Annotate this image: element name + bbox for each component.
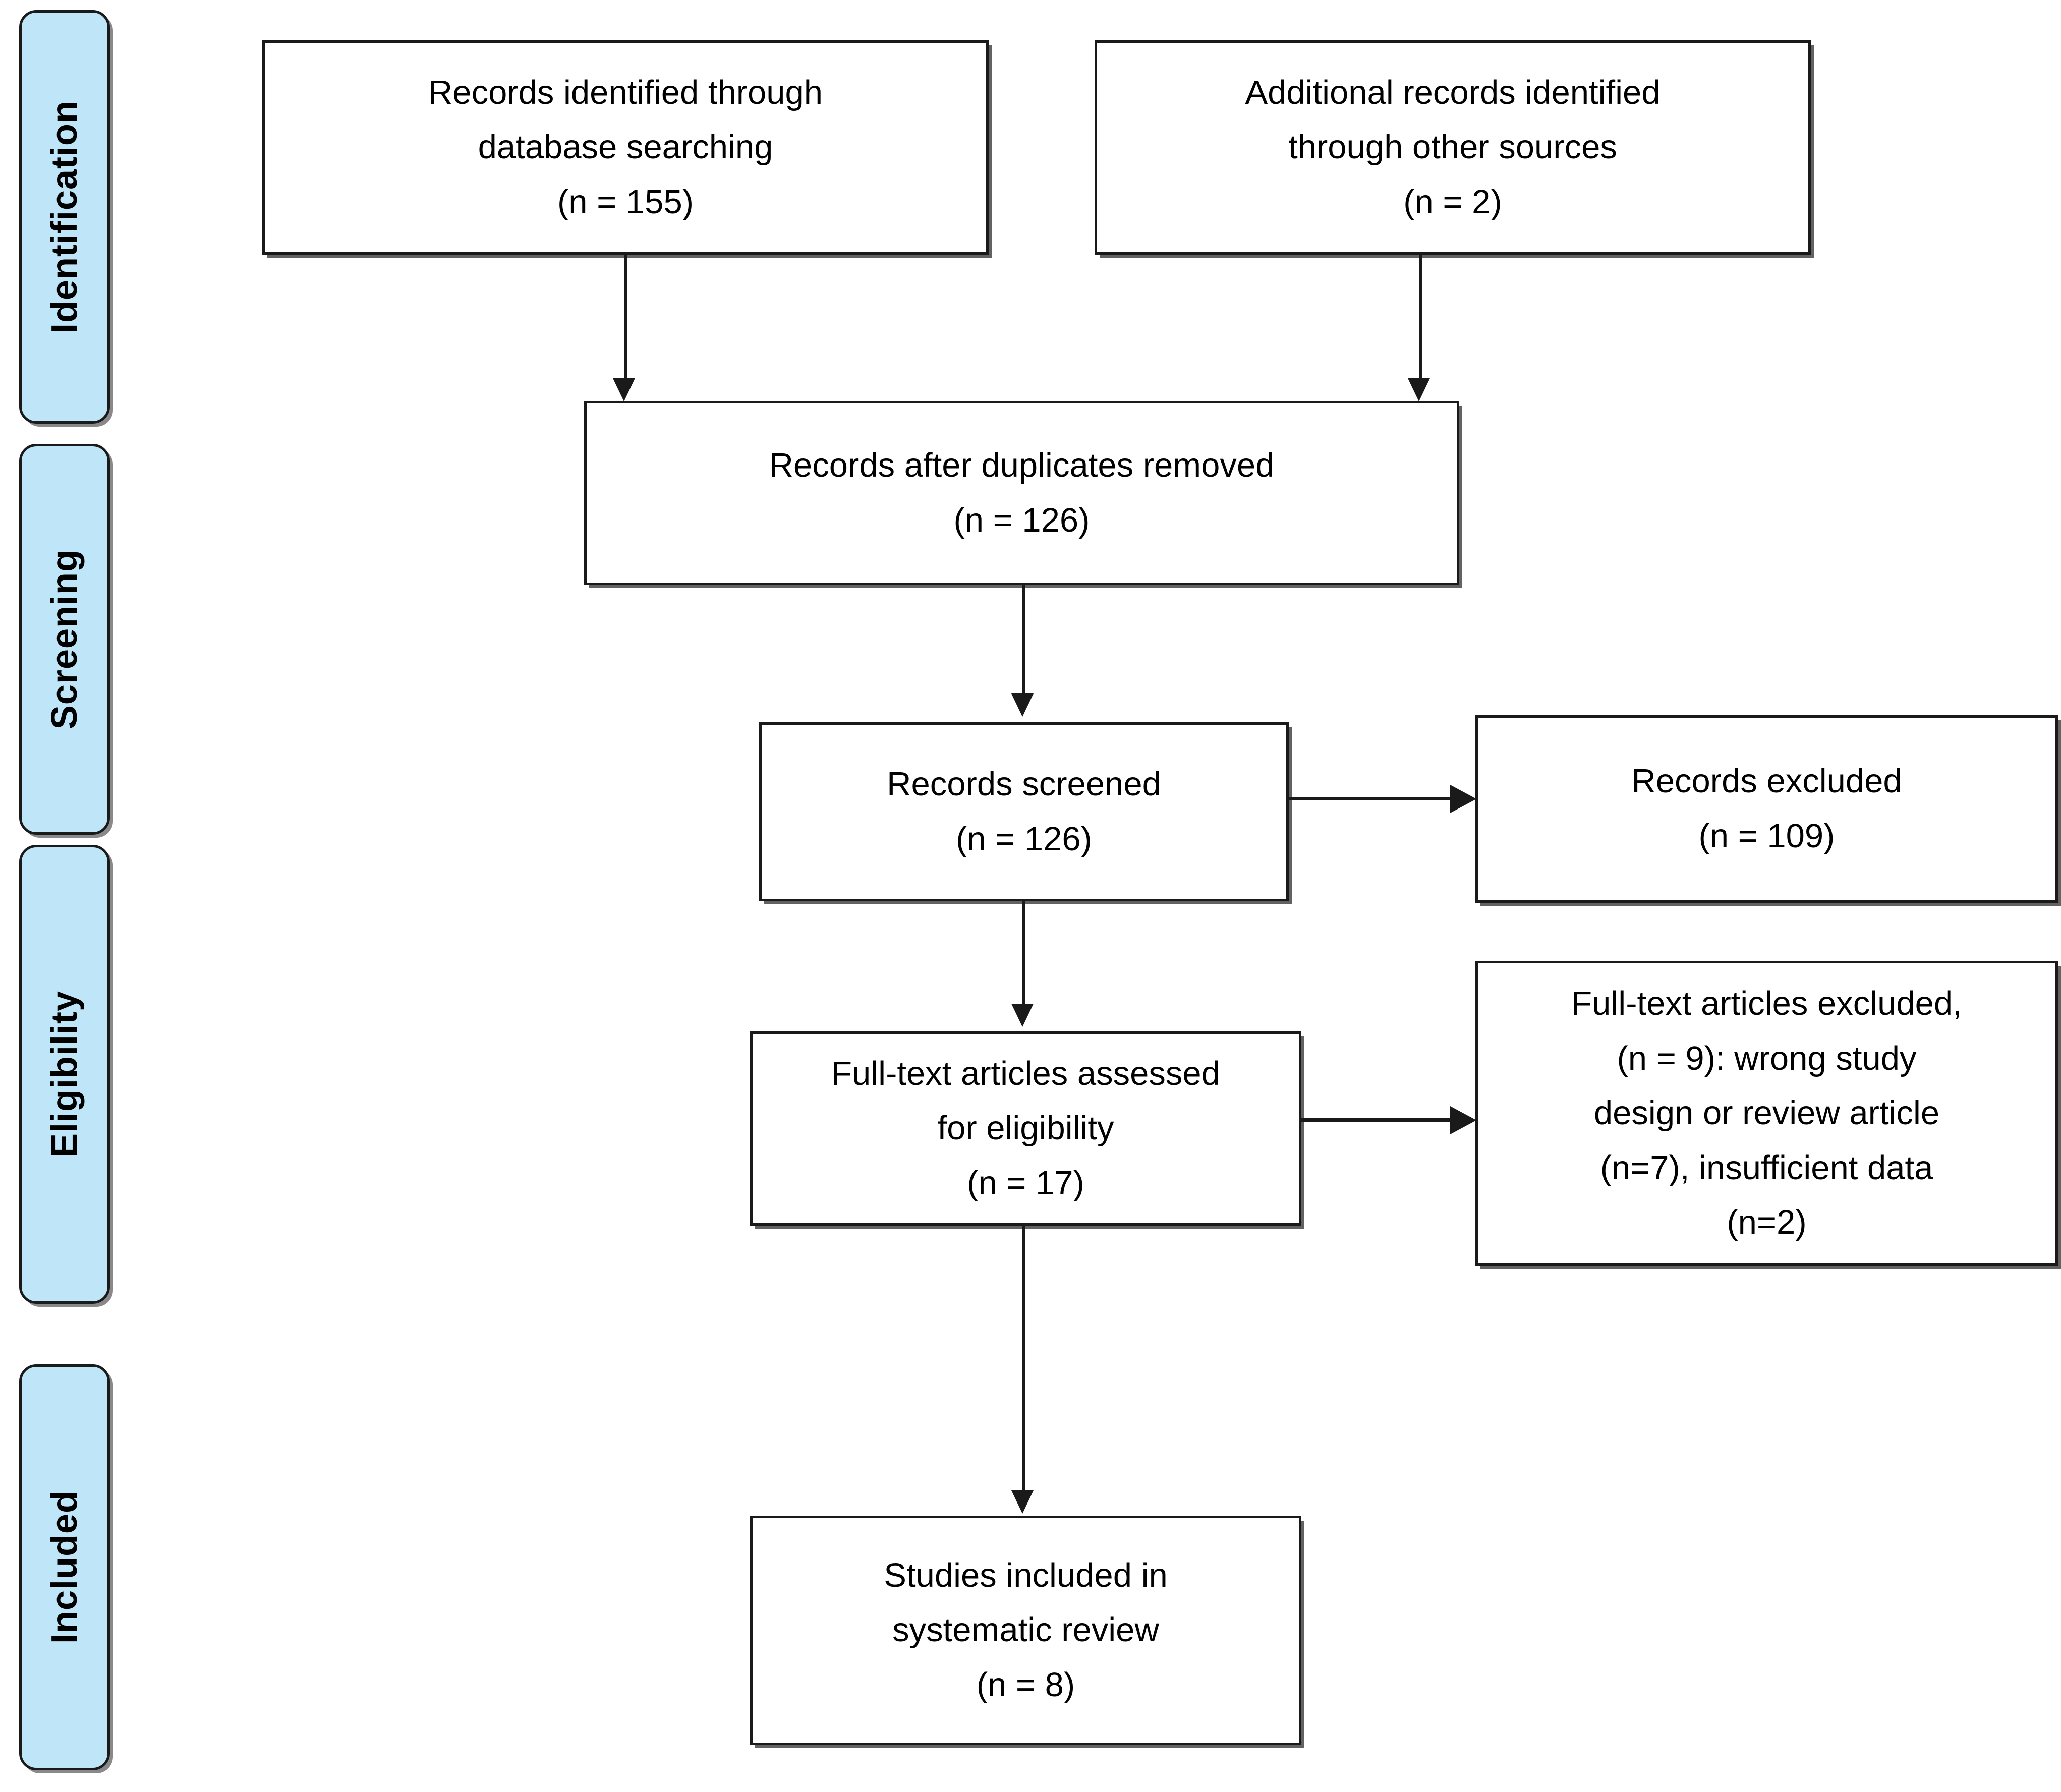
arrowhead-fulltext-to-excluded	[1450, 1106, 1476, 1134]
stage-label-eligibility: Eligibility	[19, 845, 110, 1304]
connector-fulltext-to-excluded	[1301, 1118, 1455, 1122]
connector-db-to-duplicates	[624, 255, 627, 388]
box-fulltext-articles-assessed: Full-text articles assessed for eligibil…	[750, 1031, 1301, 1226]
stage-label-included-text: Included	[44, 1490, 85, 1644]
arrowhead-duplicates-to-screened	[1011, 693, 1034, 717]
stage-label-eligibility-text: Eligibility	[44, 991, 85, 1158]
box-records-identified-other-sources-text: Additional records identified through ot…	[1245, 73, 1661, 221]
box-records-after-duplicates-removed: Records after duplicates removed (n = 12…	[584, 401, 1459, 585]
box-records-excluded: Records excluded (n = 109)	[1475, 715, 2058, 903]
connector-screened-to-fulltext	[1022, 901, 1025, 1010]
box-fulltext-articles-excluded-text: Full-text articles excluded, (n = 9): wr…	[1571, 985, 1962, 1242]
box-records-identified-database: Records identified through database sear…	[262, 40, 989, 255]
box-records-screened: Records screened (n = 126)	[759, 722, 1289, 901]
box-records-after-duplicates-removed-text: Records after duplicates removed (n = 12…	[769, 446, 1275, 539]
connector-fulltext-to-included	[1022, 1226, 1025, 1493]
connector-other-to-duplicates	[1419, 255, 1422, 388]
arrowhead-screened-to-fulltext	[1011, 1004, 1034, 1027]
stage-label-screening-text: Screening	[44, 549, 85, 730]
stage-label-included: Included	[19, 1364, 110, 1770]
arrowhead-screened-to-excluded	[1450, 785, 1476, 813]
box-fulltext-articles-excluded: Full-text articles excluded, (n = 9): wr…	[1475, 961, 2058, 1266]
arrowhead-db-to-duplicates	[613, 378, 635, 401]
stage-label-identification: Identification	[19, 10, 110, 424]
box-records-identified-other-sources: Additional records identified through ot…	[1095, 40, 1811, 255]
arrowhead-other-to-duplicates	[1408, 378, 1430, 401]
box-records-screened-text: Records screened (n = 126)	[887, 765, 1161, 858]
box-studies-included: Studies included in systematic review (n…	[750, 1516, 1301, 1745]
box-records-identified-database-text: Records identified through database sear…	[428, 73, 823, 221]
connector-screened-to-excluded	[1289, 797, 1455, 800]
connector-duplicates-to-screened	[1022, 585, 1025, 701]
arrowhead-fulltext-to-included	[1011, 1490, 1034, 1514]
stage-label-screening: Screening	[19, 444, 110, 835]
box-records-excluded-text: Records excluded (n = 109)	[1631, 762, 1902, 855]
box-fulltext-articles-assessed-text: Full-text articles assessed for eligibil…	[831, 1054, 1220, 1202]
box-studies-included-text: Studies included in systematic review (n…	[884, 1556, 1168, 1704]
stage-label-identification-text: Identification	[44, 100, 85, 333]
